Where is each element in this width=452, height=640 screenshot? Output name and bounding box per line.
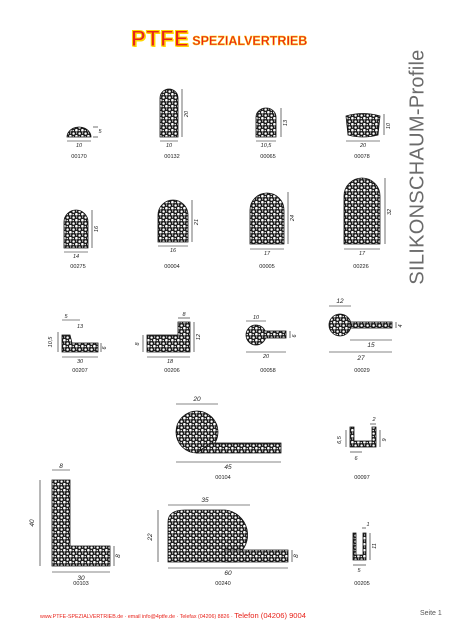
profile-00240: 35 22 8 60 (147, 497, 300, 577)
dim-00207-width: 30 (77, 359, 84, 365)
footer-fax: Telefax (04206) 8826 (179, 614, 230, 620)
dim-00029-lip: 4 (398, 324, 404, 327)
profile-00004: 21 16 00004 (157, 199, 200, 270)
dim-00097-wall: 2 (371, 417, 375, 423)
company-logo: PTFE SPEZIALVERTRIEB (130, 26, 308, 51)
code-00104: 00104 (215, 475, 231, 481)
dim-00005-width: 17 (264, 251, 271, 257)
code-00029: 00029 (354, 368, 370, 374)
dim-00275-height: 16 (94, 225, 100, 232)
footer-contact: www.PTFE-SPEZIALVERTRIEB.de · email info… (40, 611, 410, 620)
logo-ptfe-text: PTFE (130, 26, 190, 51)
dim-00078-height: 10 (386, 122, 392, 129)
dim-00058-dia: 10 (253, 315, 260, 321)
footer-separator: · (230, 614, 233, 620)
dim-00226-width: 17 (359, 251, 366, 257)
code-00275-label: 00275 (70, 264, 86, 270)
dim-00132-width: 10 (166, 143, 173, 149)
code-00226: 00226 (353, 264, 369, 270)
code-00170: 00170 (71, 154, 87, 160)
dim-00004-height: 21 (194, 219, 200, 226)
dim-00103-right: 8 (115, 554, 122, 558)
dim-00132-height: 20 (184, 110, 190, 118)
dim-00005-height: 24 (290, 215, 296, 222)
dim-00207-top: 13 (77, 324, 84, 330)
dim-00207-height: 10,5 (48, 336, 54, 348)
profile-00205: 1 11 5 (352, 522, 378, 574)
dim-00205-width: 5 (357, 568, 361, 574)
footer-separator: · (176, 614, 179, 620)
dim-00240-top: 35 (201, 497, 209, 504)
profile-00097: 2 6,5 9 6 00097 (337, 417, 388, 481)
dim-00078-width: 20 (359, 143, 367, 149)
code-00078: 00078 (354, 154, 370, 160)
profile-00206: 8 8 12 18 00206 (135, 312, 202, 374)
logo-spezialvertrieb-text: SPEZIALVERTRIEB (192, 34, 308, 48)
dim-00097-right: 9 (382, 438, 388, 441)
code-00097: 00097 (354, 475, 370, 481)
dim-00205-height: 11 (372, 543, 378, 549)
profile-00170: 10 5 00170 (66, 126, 102, 160)
dim-00240-width: 60 (224, 570, 232, 577)
page-number: Seite 1 (420, 610, 442, 617)
dim-00206-width: 18 (167, 359, 174, 365)
code-00103-text: 00103 (73, 581, 89, 587)
dim-00207-right: 6 (102, 346, 108, 350)
dim-00240-lip: 8 (293, 554, 300, 558)
dim-00207-lip: 5 (64, 314, 68, 320)
dim-00029-lip-length: 15 (367, 342, 375, 349)
code-00005: 00005 (259, 264, 275, 270)
code-00205: 00205 (354, 581, 370, 587)
code-00004: 00004 (164, 264, 180, 270)
dim-00206-left: 8 (135, 342, 141, 346)
dim-00004-width: 16 (170, 248, 177, 254)
dim-00104-width: 45 (224, 464, 232, 471)
profile-00029: 12 4 15 27 00029 (328, 298, 404, 374)
dim-00097-height: 6,5 (337, 435, 343, 444)
dim-00065-height: 13 (283, 119, 289, 126)
dim-00206-right: 12 (196, 334, 202, 340)
code-00065: 00065 (260, 154, 276, 160)
footer-website[interactable]: www.PTFE-SPEZIALVERTRIEB.de (40, 614, 124, 620)
code-00132: 00132 (164, 154, 180, 160)
footer-email[interactable]: email info@4ptfe.de (127, 614, 176, 620)
dim-00097-width: 6 (354, 456, 358, 462)
code-00206: 00206 (164, 368, 180, 374)
footer-separator: · (124, 614, 127, 620)
dim-00275-width: 14 (73, 254, 79, 260)
profile-00078: 10 20 00078 (345, 113, 392, 160)
footer-phone: Telefon (04206) 9004 (234, 611, 306, 620)
dim-00103-width: 30 (77, 575, 85, 582)
dim-00029-dia: 12 (336, 298, 344, 305)
dim-00104-dia: 20 (192, 396, 201, 403)
dim-00205-wall: 1 (366, 522, 369, 528)
profile-00207: 5 13 10,5 6 30 00207 (48, 314, 108, 374)
dim-00170-height: 5 (98, 129, 102, 135)
dim-00170-width: 10 (76, 143, 83, 149)
profile-00065: 13 10,5 00065 (255, 107, 289, 160)
code-00207: 00207 (72, 368, 88, 374)
profile-00103: 8 40 8 30 00103 00103 (29, 463, 122, 582)
dim-00226-height: 32 (387, 209, 393, 215)
profile-00275: 16 14 00004 00275 (63, 209, 100, 270)
dim-00058-width: 20 (262, 354, 270, 360)
profile-00005: 24 17 00005 (249, 192, 296, 270)
dim-00065-width: 10,5 (261, 143, 273, 149)
dim-00058-lip: 6 (292, 334, 298, 338)
dim-00029-width: 27 (356, 355, 365, 362)
profile-00226: 32 17 00226 (343, 177, 393, 270)
profile-00058: 10 6 20 00058 (245, 315, 298, 374)
code-00058: 00058 (260, 368, 276, 374)
dim-00240-height: 22 (147, 533, 154, 542)
dim-00103-height: 40 (29, 519, 36, 527)
dim-00103-top: 8 (59, 463, 63, 470)
code-00240: 00240 (215, 581, 231, 587)
dim-00206-top: 8 (182, 312, 186, 318)
profile-00104: 20 45 00104 (175, 396, 282, 481)
profile-00132: 20 10 00132 (159, 88, 190, 160)
